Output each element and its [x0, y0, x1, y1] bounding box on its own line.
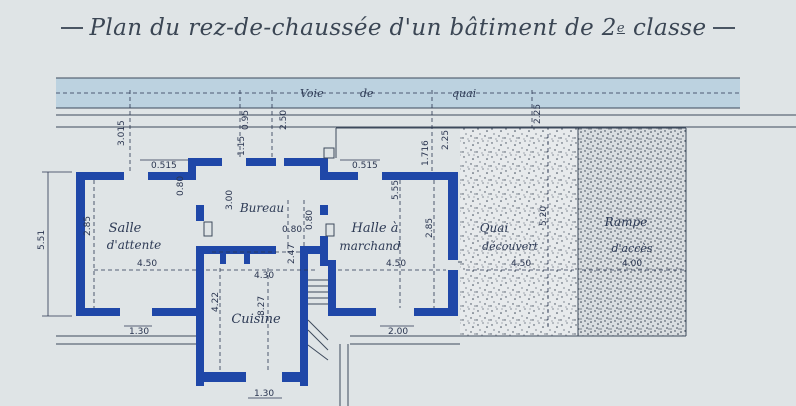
dim-551: 5.51	[37, 230, 47, 250]
staircase	[307, 279, 329, 361]
dim-130-left: 1.30	[129, 327, 149, 337]
track-band: Voie de quai	[56, 77, 796, 128]
dim-080-a: 0.80	[176, 176, 186, 196]
dim-555: 5.55	[391, 180, 401, 200]
dim-080-b: 0.80	[282, 225, 302, 235]
dim-450-salle: 4.50	[137, 259, 157, 269]
dim-450-halle: 4.50	[386, 259, 406, 269]
room-salle-line2: d'attente	[107, 238, 162, 252]
dim-827: 8.27	[257, 296, 267, 316]
room-rampe-line2: d'accès	[611, 242, 652, 255]
dim-0515-left: 0.515	[151, 161, 177, 171]
plan-title: Plan du rez-de-chaussée d'un bâtiment de…	[0, 6, 796, 50]
dim-225-a: 2.25	[441, 130, 451, 150]
room-bureau: Bureau	[239, 201, 284, 215]
dim-250: 2.50	[279, 110, 289, 130]
track-label-de: de	[360, 87, 374, 100]
dim-1716: 1.716	[421, 140, 431, 166]
title-text: Plan du rez-de-chaussée d'un bâtiment de…	[89, 15, 617, 41]
dim-300: 3.00	[225, 190, 235, 210]
dim-130-bottom: 1.30	[254, 389, 274, 399]
dim-200: 2.00	[388, 327, 408, 337]
dim-422: 4.22	[211, 292, 221, 312]
dim-430: 4.30	[254, 271, 274, 281]
dim-3015: 3.015	[117, 120, 127, 146]
dim-247: 2.47	[287, 244, 297, 264]
room-halle-line2: marchand	[339, 239, 401, 253]
track-label-quai: quai	[452, 87, 476, 100]
title-dash-right	[712, 27, 735, 29]
walls	[76, 158, 458, 386]
quai-surface	[460, 128, 578, 336]
dim-400: 4.00	[622, 259, 642, 269]
room-rampe-line1: Rampe	[604, 215, 648, 229]
room-halle-line1: Halle à	[351, 221, 399, 236]
dim-115: 1.15	[237, 136, 247, 156]
title-dash-left	[61, 27, 84, 29]
room-quai-line2: découvert	[482, 240, 538, 253]
title-superscript: e	[616, 20, 625, 36]
room-salle-line1: Salle	[109, 221, 142, 236]
rampe-surface	[578, 128, 686, 336]
dim-520: 5.20	[539, 206, 549, 226]
dim-285-left: 2.85	[83, 216, 93, 236]
room-cuisine: Cuisine	[231, 312, 281, 327]
dim-095: 0.95	[241, 110, 251, 130]
dim-225-b: 2.25	[533, 104, 543, 124]
dim-285-right: 2.85	[425, 218, 435, 238]
track-label-voie: Voie	[300, 87, 324, 100]
room-quai-line1: Quai	[480, 221, 509, 235]
dim-450-quai: 4.50	[511, 259, 531, 269]
title-suffix: classe	[632, 15, 707, 41]
dim-0515-right: 0.515	[352, 161, 378, 171]
dimension-lines	[42, 90, 684, 399]
dim-080-c: 0.80	[305, 210, 315, 230]
